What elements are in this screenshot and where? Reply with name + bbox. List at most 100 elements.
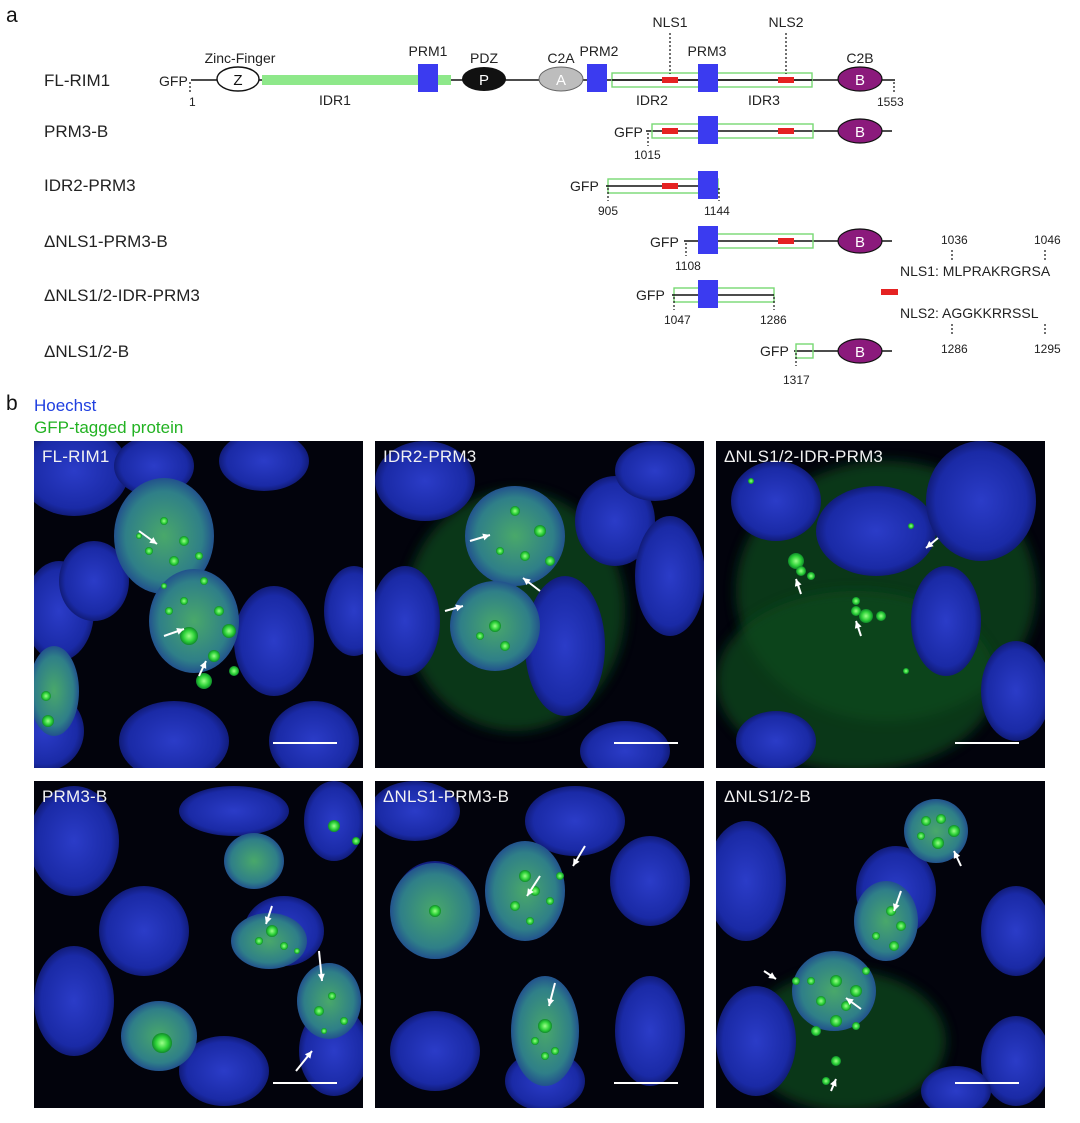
condensate — [510, 506, 520, 516]
nls1-label: NLS1 — [652, 14, 687, 30]
prm2-label: PRM2 — [580, 43, 619, 59]
condensate — [160, 517, 168, 525]
nucleus — [375, 566, 440, 676]
nucleus — [34, 441, 129, 516]
nucleus — [375, 781, 460, 841]
construct-name: IDR2-PRM3 — [44, 176, 136, 195]
construct-name: FL-RIM1 — [44, 71, 110, 90]
gfp-tag: GFP — [760, 343, 789, 359]
transfected-nucleus — [224, 833, 284, 889]
nls1-mark — [662, 128, 678, 134]
nucleus — [525, 576, 605, 716]
condensate — [208, 650, 220, 662]
construct-name: ΔNLS1/2-IDR-PRM3 — [44, 286, 200, 305]
gfp-tag: GFP — [159, 73, 188, 89]
nucleus — [324, 566, 363, 656]
micrograph-prm3-b: PRM3-B — [34, 781, 363, 1108]
condensate — [500, 641, 510, 651]
condensate — [340, 1017, 348, 1025]
condensate — [921, 816, 931, 826]
condensate — [161, 583, 167, 589]
condensate — [42, 715, 54, 727]
condensate — [851, 606, 861, 616]
c2b-domain — [837, 66, 883, 92]
scale-bar — [614, 1082, 678, 1084]
transfected-nucleus — [231, 913, 307, 969]
start-number: 1 — [189, 95, 196, 109]
construct-name: ΔNLS1-PRM3-B — [44, 232, 168, 251]
condensate — [932, 837, 944, 849]
condensate — [748, 478, 754, 484]
transfected-nucleus — [792, 951, 876, 1031]
end-number: 1144 — [704, 204, 730, 218]
transfected-nucleus — [297, 963, 361, 1039]
transfected-nucleus — [465, 486, 565, 586]
condensate — [796, 566, 806, 576]
scale-bar — [273, 1082, 337, 1084]
condensate — [314, 1006, 324, 1016]
micrograph-idr2-prm3: IDR2-PRM3 — [375, 441, 704, 768]
micrograph-label: PRM3-B — [42, 787, 108, 806]
nucleus — [981, 886, 1045, 976]
condensate — [294, 948, 300, 954]
condensate — [903, 668, 909, 674]
arrow-icon — [317, 950, 325, 982]
nls2-mark — [778, 128, 794, 134]
nucleus — [99, 886, 189, 976]
condensate — [822, 1077, 830, 1085]
micrograph-image — [34, 781, 363, 1106]
nucleus — [816, 486, 936, 576]
transfected-nucleus — [34, 646, 79, 736]
nls2-label: NLS2 — [768, 14, 803, 30]
prm3-box — [698, 171, 718, 199]
prm1-label: PRM1 — [409, 43, 448, 59]
condensate — [852, 1022, 860, 1030]
transfected-nucleus — [854, 881, 918, 961]
nls1-sequence: NLS1: MLPRAKRGRSA — [900, 263, 1051, 279]
nls2-mark — [778, 77, 794, 83]
start-number: 1047 — [664, 313, 691, 327]
condensate — [936, 814, 946, 824]
condensate — [222, 624, 236, 638]
condensate — [538, 1019, 552, 1033]
nucleus — [390, 1011, 480, 1091]
nls1-end-number: 1046 — [1034, 233, 1061, 247]
micrograph-label: ΔNLS1-PRM3-B — [383, 787, 510, 806]
condensate — [229, 666, 239, 676]
nucleus — [731, 461, 821, 541]
micrograph-label: ΔNLS1/2-IDR-PRM3 — [724, 447, 884, 466]
nucleus — [921, 1066, 991, 1108]
condensate — [807, 977, 815, 985]
arrow-icon — [522, 577, 541, 592]
condensate — [545, 556, 555, 566]
pdz-domain — [462, 67, 506, 91]
domain-diagram: FL-RIM1 GFP Z P A B Zinc-Finger PRM1 PDZ… — [44, 14, 1061, 387]
arrow-icon — [198, 660, 207, 677]
micrograph-image — [716, 441, 1045, 768]
transfected-nucleus — [485, 841, 565, 941]
condensate — [546, 897, 554, 905]
condensate — [152, 1033, 172, 1053]
prm3-label: PRM3 — [688, 43, 727, 59]
condensate — [136, 533, 142, 539]
transfected-nucleus — [904, 799, 968, 863]
start-number: 1015 — [634, 148, 661, 162]
nucleus — [375, 441, 475, 521]
nucleus — [981, 641, 1045, 741]
prm3-box — [698, 280, 718, 308]
condensate — [917, 832, 925, 840]
gfp-tag: GFP — [650, 234, 679, 250]
condensate — [889, 941, 899, 951]
arrow-icon — [854, 620, 862, 637]
nls2-end-number: 1295 — [1034, 342, 1061, 356]
transfected-nucleus — [149, 569, 239, 673]
nucleus — [615, 976, 685, 1086]
condensate — [831, 1056, 841, 1066]
panel-letter-a: a — [6, 4, 18, 27]
nls2-mark — [778, 238, 794, 244]
nucleus — [610, 836, 690, 926]
condensate — [859, 609, 873, 623]
start-number: 1108 — [675, 259, 701, 273]
condensate — [556, 872, 564, 880]
a-letter: A — [556, 72, 566, 89]
